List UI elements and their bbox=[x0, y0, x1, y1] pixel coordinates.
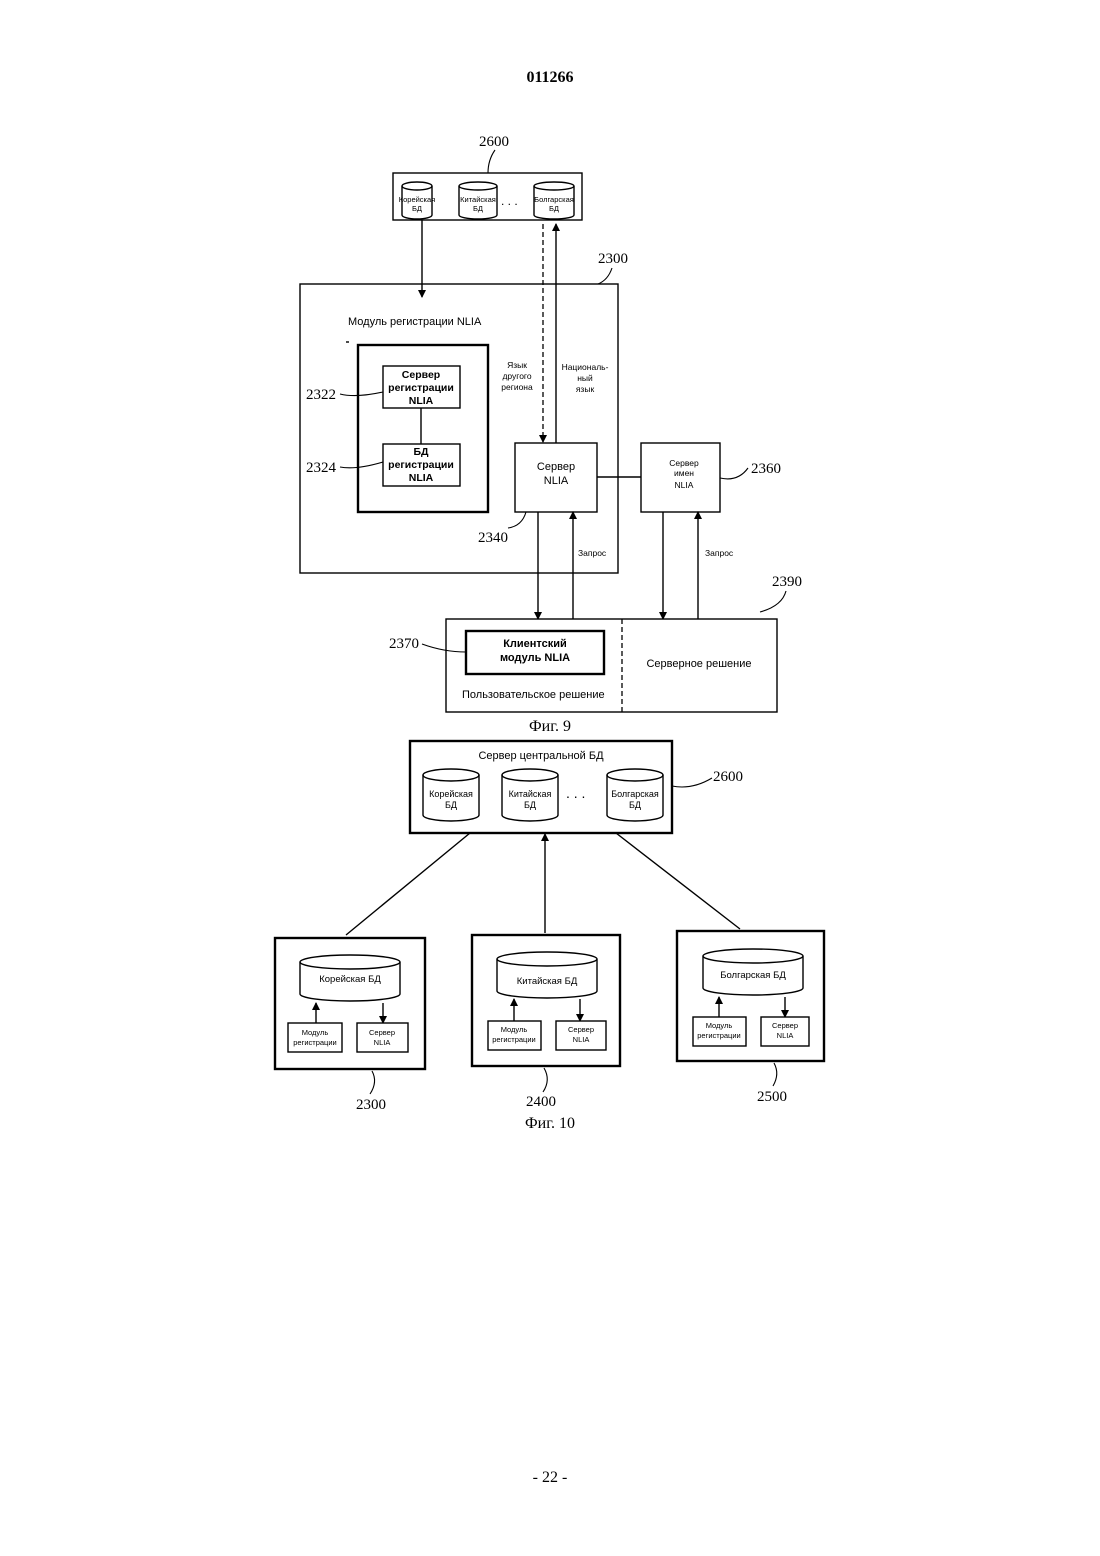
ref-2300-node-label: 2300 bbox=[356, 1097, 386, 1113]
ref-2500-node-label: 2500 bbox=[757, 1089, 787, 1105]
chinese-node: Китайская БД Модульрегистрации СерверNLI… bbox=[472, 935, 620, 1066]
ref-2600-leader bbox=[488, 150, 495, 173]
figure-10: Сервер центральной БД КорейскаяБД Китайс… bbox=[275, 741, 824, 1132]
svg-text:Корейская БД: Корейская БД bbox=[319, 974, 381, 985]
fig9-caption: Фиг. 9 bbox=[529, 718, 571, 735]
figure-9: 2600 КорейскаяБД КитайскаяБД . . . Болга… bbox=[300, 134, 802, 735]
request-label-1: Запрос bbox=[578, 548, 607, 558]
ref-2322-label: 2322 bbox=[306, 387, 336, 403]
fig10-ref-2600-label: 2600 bbox=[713, 769, 743, 785]
link-to-bulgarian-node bbox=[616, 833, 740, 929]
svg-text:Болгарская БД: Болгарская БД bbox=[720, 970, 786, 981]
fig10-caption: Фиг. 10 bbox=[525, 1115, 575, 1132]
request-label-2: Запрос bbox=[705, 548, 734, 558]
ref-2360-label: 2360 bbox=[751, 461, 781, 477]
ref-2390-label: 2390 bbox=[772, 574, 802, 590]
korean-node: Корейская БД Модульрегистрации СерверNLI… bbox=[275, 938, 425, 1069]
module-title: Модуль регистрации NLIA bbox=[348, 316, 482, 328]
document-number: 011266 bbox=[526, 69, 573, 86]
ref-2370-label: 2370 bbox=[389, 636, 419, 652]
user-solution-label: Пользовательское решение bbox=[462, 689, 605, 701]
central-ellipsis: . . . bbox=[566, 785, 585, 801]
ref-2340-label: 2340 bbox=[478, 530, 508, 546]
bulgarian-node: Болгарская БД Модульрегистрации СерверNL… bbox=[677, 931, 824, 1061]
ref-2600-label: 2600 bbox=[479, 134, 509, 150]
link-to-korean-node bbox=[346, 833, 470, 935]
db-ellipsis: . . . bbox=[501, 194, 518, 208]
ref-2300-label: 2300 bbox=[598, 251, 628, 267]
ref-2300-leader bbox=[598, 268, 612, 284]
ref-2400-node-label: 2400 bbox=[526, 1094, 556, 1110]
server-solution-label: Серверное решение bbox=[646, 658, 751, 670]
ref-2324-label: 2324 bbox=[306, 460, 337, 476]
svg-text:Китайская БД: Китайская БД bbox=[517, 976, 578, 987]
central-db-title: Сервер центральной БД bbox=[478, 750, 604, 762]
page-number: - 22 - bbox=[533, 1469, 568, 1486]
